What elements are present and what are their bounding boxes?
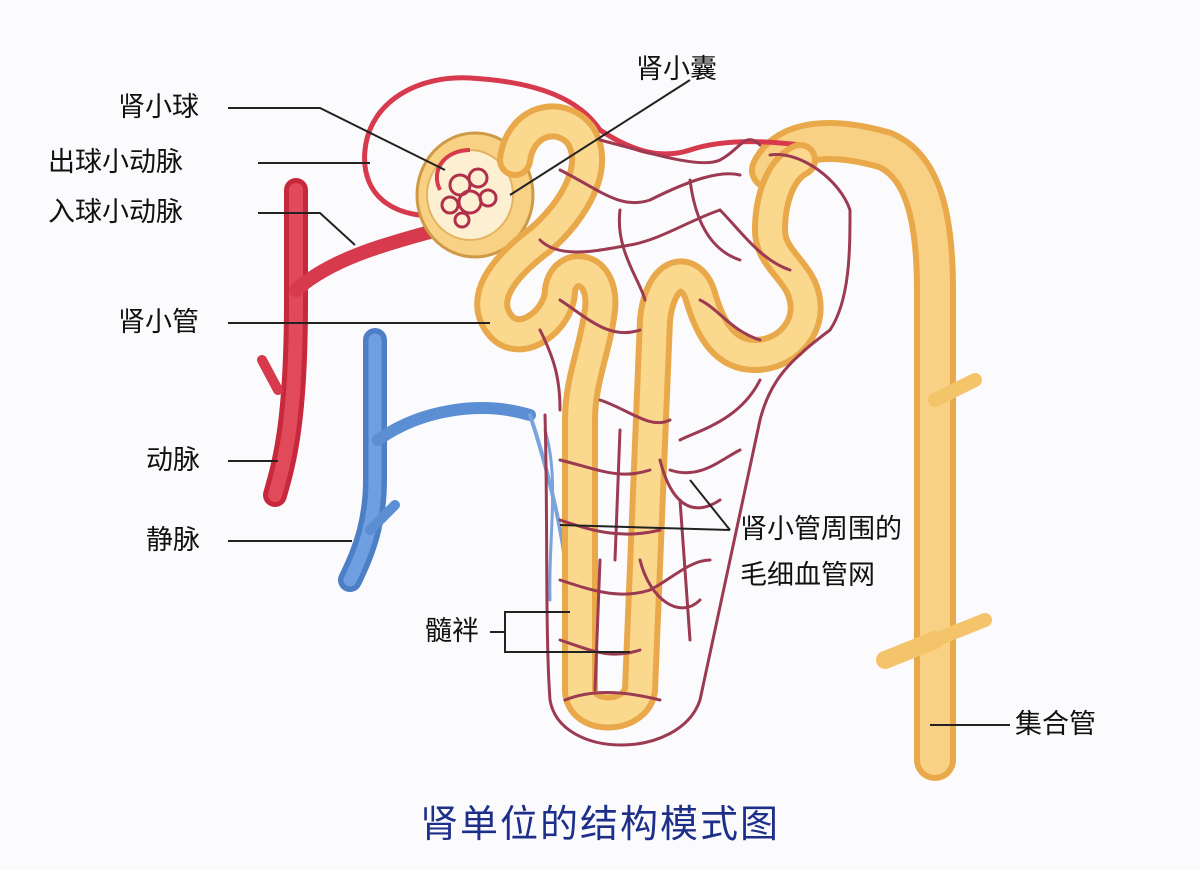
vein-vessel — [350, 340, 565, 600]
label-capillary-network-line1: 肾小管周围的 — [740, 516, 902, 543]
label-efferent-arteriole: 出球小动脉 — [48, 149, 183, 176]
label-capillary-network-line2: 毛细血管网 — [740, 562, 875, 589]
label-renal-tubule: 肾小管 — [118, 309, 199, 336]
renal-tubule — [492, 121, 805, 712]
artery-vessel — [262, 190, 445, 495]
label-loop-of-henle: 髓袢 — [425, 618, 479, 645]
label-collecting-duct: 集合管 — [1015, 711, 1096, 738]
diagram-title: 肾单位的结构模式图 — [0, 805, 1200, 843]
leader-capillary-1 — [690, 480, 730, 530]
label-glomerulus: 肾小球 — [118, 94, 199, 121]
leader-glomerulus — [228, 108, 445, 170]
label-afferent-arteriole: 入球小动脉 — [48, 199, 183, 226]
collecting-duct — [770, 141, 985, 760]
label-capsule: 肾小囊 — [636, 56, 717, 83]
label-vein: 静脉 — [146, 527, 200, 554]
label-artery: 动脉 — [146, 447, 200, 474]
